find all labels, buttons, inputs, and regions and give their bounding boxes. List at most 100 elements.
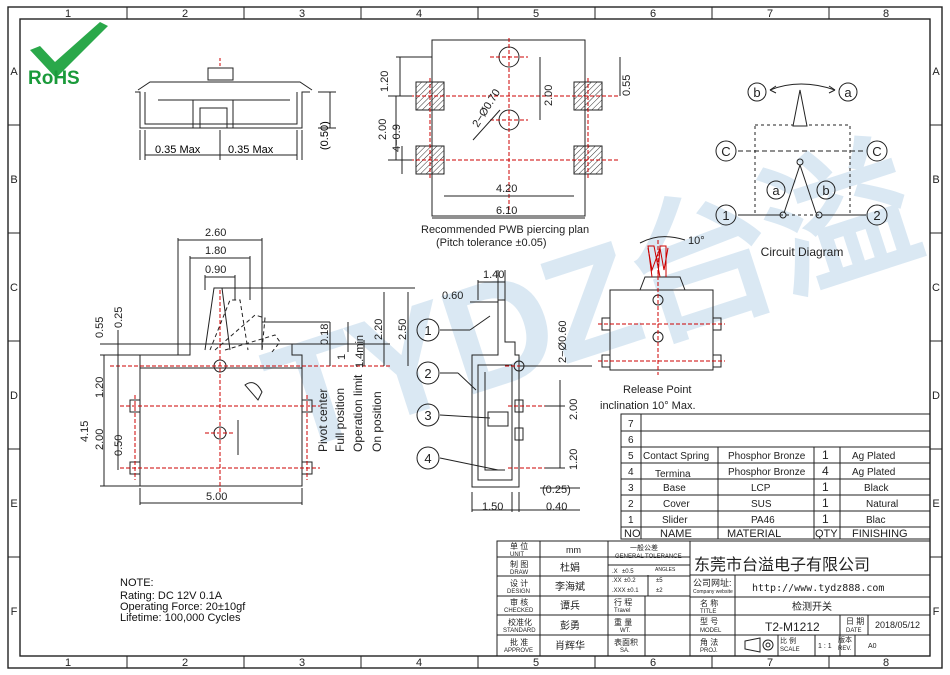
dim-front-025: 0.25 (113, 307, 125, 328)
tb-model-en: MODEL (700, 628, 722, 634)
rohs-label: RoHS (28, 68, 80, 89)
front-view-dims: 2.60 1.80 0.90 0.55 0.25 1.20 4.15 2.00 … (79, 227, 409, 503)
bom-finish: Ag Plated (852, 451, 895, 462)
tb-tol-en: GENERAL TOLERANCE (615, 554, 682, 560)
circuit-label-b: b (753, 85, 760, 100)
pos-full-position: Full position (333, 388, 347, 452)
col-number: 7 (767, 8, 773, 20)
col-number: 6 (650, 8, 656, 20)
dim-side2-040: 0.40 (546, 501, 567, 513)
dim-side2-140: 1.40 (483, 269, 504, 281)
dim-front-1: 1 (336, 354, 348, 360)
col-number: 3 (299, 8, 305, 20)
row-letter: E (932, 498, 939, 510)
rohs-check-icon (30, 22, 108, 78)
bom-qty: 1 (822, 480, 829, 494)
release-view-labels: 10° Release Point inclination 10° Max. (600, 235, 705, 412)
circuit-label-c-right: C (872, 144, 881, 159)
tb-tol-v2-2: ±2 (656, 588, 663, 594)
tb-website-cn: 公司网址: (693, 577, 732, 588)
row-letter: F (11, 606, 18, 618)
bom-no: 2 (628, 499, 634, 510)
dim-pcb-610: 6.10 (496, 205, 517, 217)
row-letter: C (10, 282, 18, 294)
tb-unit-en: UNIT (510, 552, 524, 558)
bom-header-material: MATERIAL (727, 528, 781, 540)
dim-front-180: 1.80 (205, 245, 226, 257)
col-number: 5 (533, 657, 539, 669)
bom-qty: 1 (822, 496, 829, 510)
tb-draw-name: 杜娟 (560, 561, 580, 574)
tb-tol-cn: 一般公差 (630, 543, 658, 552)
tb-website-en: Company website (693, 589, 733, 595)
col-number: 5 (533, 8, 539, 20)
bom-header-finish: FINISHING (852, 528, 908, 540)
row-letter: B (10, 174, 17, 186)
row-letter: B (932, 174, 939, 186)
tb-scale-en: SCALE (780, 647, 800, 653)
tb-title-val: 检测开关 (792, 600, 832, 613)
tb-travel-cn: 行 程 (614, 597, 632, 607)
tb-tol-angles: ANGLES (655, 567, 676, 573)
tb-rev-en: REV. (838, 646, 852, 652)
release-caption-1: Release Point (623, 384, 692, 396)
col-number: 4 (416, 8, 422, 20)
tb-checked-name: 谭兵 (560, 599, 580, 612)
dim-side2-2x060: 2−Ø0.60 (557, 320, 569, 363)
tb-standard-name: 彭勇 (560, 619, 580, 632)
tb-tol-v2: ±0.1 (627, 588, 639, 594)
pcb-caption-2: (Pitch tolerance ±0.05) (436, 237, 547, 249)
dim-side-height: (0.50) (319, 121, 331, 150)
circuit-label-c-left: C (721, 144, 730, 159)
col-number: 4 (416, 657, 422, 669)
dim-front-090: 0.90 (205, 264, 226, 276)
bom-text: 7 6 5 Contact Spring Phosphor Bronze 1 A… (624, 419, 908, 540)
tb-model-cn: 型 号 (700, 617, 718, 626)
dim-pcb-120: 1.20 (379, 71, 391, 92)
dim-pcb-420: 4.20 (496, 183, 517, 195)
bom-no: 5 (628, 451, 634, 462)
tb-proj-en: PROJ. (700, 648, 718, 654)
notes: NOTE: Rating: DC 12V 0.1A Operating Forc… (120, 577, 246, 624)
dim-side2-150: 1.50 (482, 501, 503, 513)
tb-draw-en: DRAW (510, 570, 528, 576)
bom-material: Phosphor Bronze (728, 467, 806, 478)
title-block (496, 540, 931, 657)
projection-symbol-icon (744, 637, 774, 653)
notes-line: Rating: DC 12V 0.1A (120, 590, 223, 602)
dim-pcb-200v: 2.00 (543, 85, 555, 106)
dim-front-200: 2.00 (94, 429, 106, 450)
col-number: 7 (767, 657, 773, 669)
tb-tol-v0: ±0.5 (622, 569, 634, 575)
dim-side2-120: 1.20 (568, 449, 580, 470)
tb-tol-v2-1: ±5 (656, 578, 663, 584)
top-side-view (135, 58, 336, 160)
notes-line: Lifetime: 100,000 Cycles (120, 612, 241, 624)
tb-approve-name: 肖辉华 (555, 639, 585, 652)
row-letter: D (10, 390, 18, 402)
circuit-label-1: 1 (722, 208, 729, 223)
title-block-text: 单 位 UNIT mm 制 图 DRAW 杜娟 设 计 DESIGN 李海斌 审… (503, 541, 920, 654)
dim-front-415: 4.15 (79, 421, 91, 442)
tb-unit-cn: 单 位 (510, 541, 528, 551)
circuit-label-a: a (844, 85, 852, 100)
side-view-2 (416, 270, 592, 512)
tb-tol-v1: ±0.2 (624, 578, 636, 584)
bom-qty: 1 (822, 448, 829, 462)
callout-1: 1 (424, 323, 431, 338)
tb-surface-en: SA. (620, 648, 630, 654)
tb-scale-val: 1 : 1 (818, 643, 832, 650)
tb-date-cn: 日 期 (846, 617, 864, 626)
front-view (100, 238, 415, 505)
dim-front-14min: 1.4min (354, 335, 366, 368)
circuit-labels: b a C C a b 1 2 Circuit Diagram (721, 85, 881, 259)
bom-material: SUS (751, 499, 772, 510)
dim-side2-060: 0.60 (442, 290, 463, 302)
notes-title: NOTE: (120, 577, 154, 589)
row-letter: C (932, 282, 940, 294)
bom-no: 6 (628, 435, 634, 446)
col-number: 1 (65, 8, 71, 20)
dim-side-left: 0.35 Max (155, 144, 201, 156)
row-letter: F (933, 606, 940, 618)
